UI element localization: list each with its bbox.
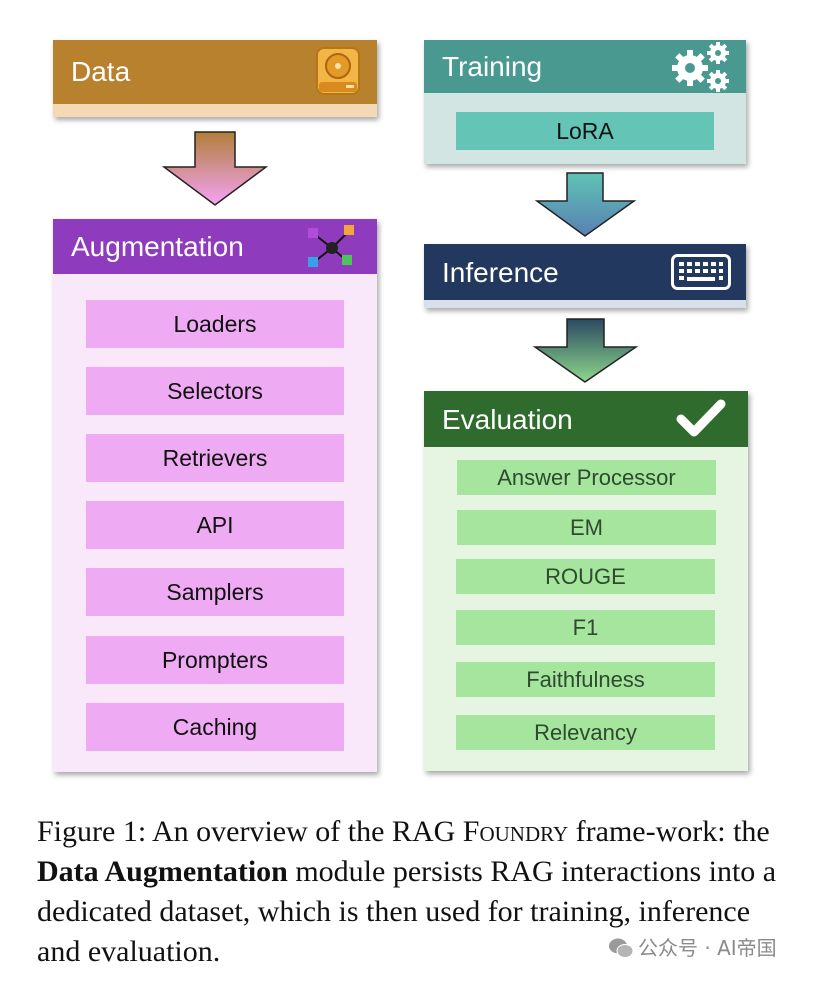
augmentation-item: Caching — [86, 703, 344, 751]
augmentation-item: Selectors — [86, 367, 344, 415]
arrow-data-to-augmentation — [161, 131, 269, 206]
evaluation-item: Answer Processor — [457, 460, 716, 495]
data-title: Data — [71, 56, 131, 87]
arrow-training-to-inference — [534, 172, 637, 237]
augmentation-item: Samplers — [86, 568, 344, 616]
inference-panel: Inference — [424, 244, 746, 308]
arrow-inference-to-evaluation — [532, 318, 639, 383]
caption-rest: module persists RAG interactions into a … — [37, 855, 777, 968]
evaluation-title: Evaluation — [442, 404, 573, 435]
evaluation-item: ROUGE — [456, 559, 715, 594]
evaluation-item: EM — [457, 510, 716, 545]
figure-caption: Figure 1: An overview of the RAG Foundry… — [37, 812, 797, 972]
keyboard-icon — [671, 254, 731, 290]
wechat-icon — [609, 938, 634, 958]
evaluation-header: Evaluation — [424, 391, 748, 447]
caption-prefix: Figure 1: An overview of the RAG — [37, 815, 463, 848]
caption-framework-name: Foundry — [462, 815, 569, 848]
evaluation-item: F1 — [456, 610, 715, 645]
data-header: Data — [53, 40, 377, 104]
training-title: Training — [442, 51, 543, 82]
augmentation-item: Prompters — [86, 636, 344, 684]
augmentation-item: API — [86, 501, 344, 549]
caption-bold-term: Data Augmentation — [37, 855, 288, 888]
watermark: 公众号 · AI帝国 — [608, 932, 777, 961]
network-nodes-icon — [308, 225, 354, 267]
watermark-text: 公众号 · AI帝国 — [638, 936, 777, 960]
data-panel: Data — [53, 40, 377, 117]
caption-after-name: frame-work: the — [568, 815, 770, 848]
evaluation-item: Relevancy — [456, 715, 715, 750]
training-item-lora: LoRA — [456, 112, 714, 150]
augmentation-item: Loaders — [86, 300, 344, 348]
augmentation-header: Augmentation — [53, 219, 377, 274]
evaluation-item: Faithfulness — [456, 662, 715, 697]
checkmark-icon — [676, 399, 726, 437]
inference-title: Inference — [442, 257, 559, 288]
hard-drive-icon — [316, 47, 360, 95]
gears-icon — [672, 42, 729, 92]
training-header: Training — [424, 40, 746, 93]
augmentation-item: Retrievers — [86, 434, 344, 482]
augmentation-title: Augmentation — [71, 231, 244, 262]
inference-header: Inference — [424, 244, 746, 300]
